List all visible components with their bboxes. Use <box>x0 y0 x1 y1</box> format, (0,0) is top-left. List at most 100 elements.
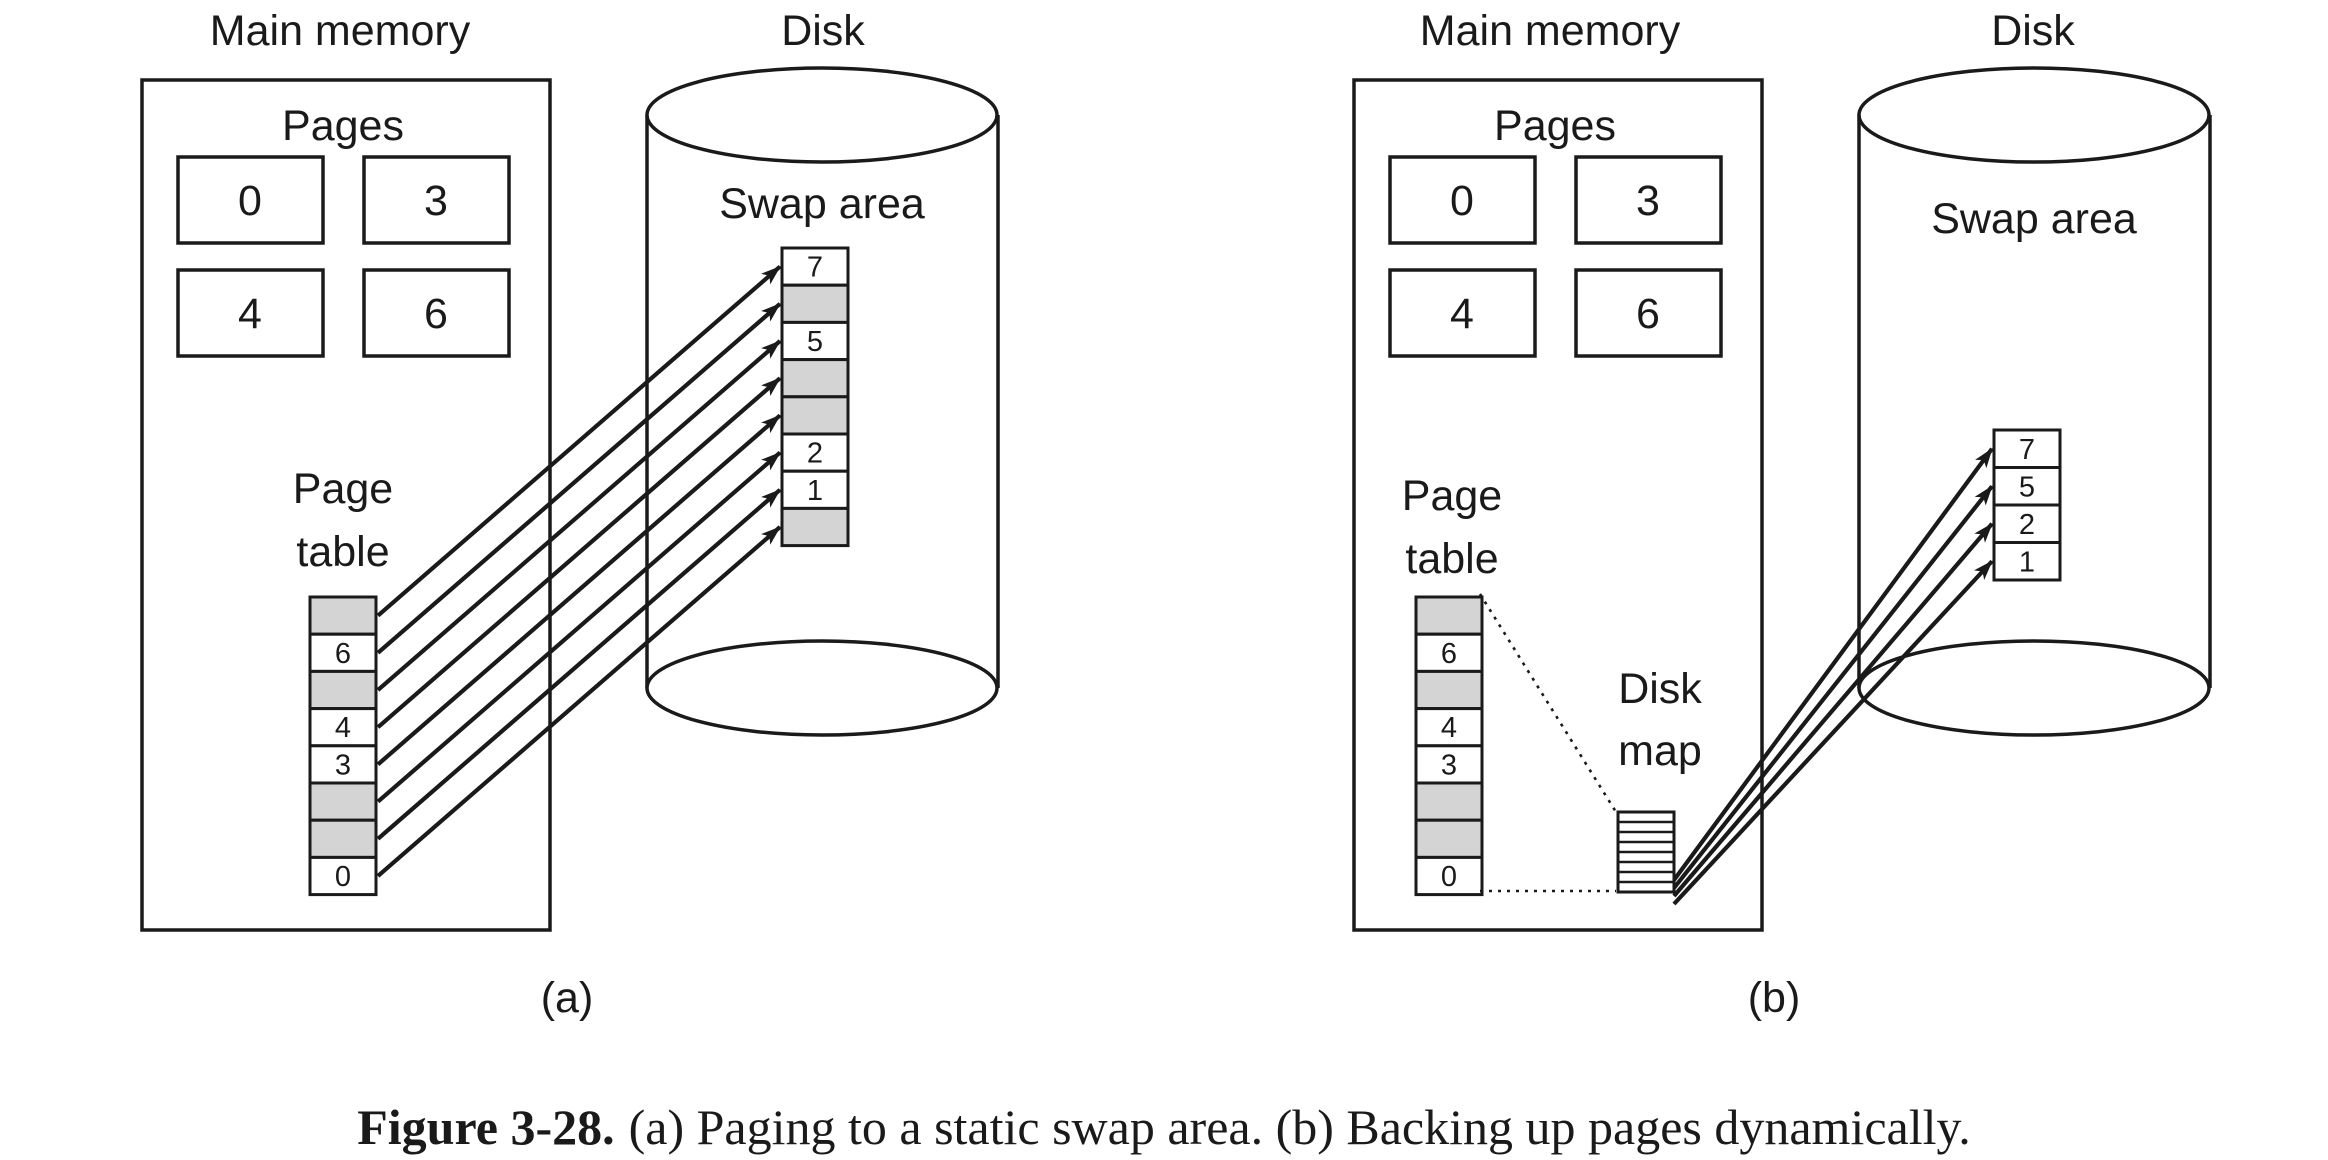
main-memory-label: Main memory <box>1420 7 1681 55</box>
page-table-entry-empty <box>308 781 378 822</box>
page-table-entry-label: 0 <box>1441 861 1457 893</box>
page-table-entry <box>308 632 378 673</box>
swap-area-label: Swap area <box>1931 195 2137 243</box>
disk-label: Disk <box>781 7 865 55</box>
page-number: 3 <box>424 177 448 225</box>
page-box <box>1574 155 1723 245</box>
page-number: 4 <box>238 290 262 338</box>
page-number: 6 <box>424 290 448 338</box>
page-table-label-line2: table <box>296 528 389 576</box>
page-box <box>176 155 325 245</box>
arrow-disk-map-to-swap <box>1672 484 1994 890</box>
page-table-entry <box>1414 707 1484 748</box>
page-table-to-swap-arrows <box>376 265 782 878</box>
swap-slot-label: 5 <box>2019 471 2035 503</box>
panel-b-label: (b) <box>1748 974 1801 1022</box>
swap-slot-label: 2 <box>807 438 823 470</box>
pages-label: Pages <box>282 102 404 150</box>
swap-area-slots: 7 5 2 1 <box>780 246 850 548</box>
page-box <box>362 268 511 358</box>
page-table-entry <box>308 855 378 897</box>
page-table-entry-empty <box>1414 669 1484 711</box>
swap-area-label: Swap area <box>719 180 925 228</box>
figure-number: Figure 3-28. <box>357 1099 615 1155</box>
page-box <box>176 268 325 358</box>
swap-slot-empty <box>780 506 850 548</box>
page-table-entry-label: 4 <box>335 712 351 744</box>
swap-slot-label: 2 <box>2019 509 2035 541</box>
page-number: 4 <box>1450 290 1474 338</box>
caption-text: (a) Paging to a static swap area. (b) Ba… <box>628 1099 1971 1155</box>
disk-map-label-line1: Disk <box>1618 665 1702 713</box>
swap-slot-label: 5 <box>807 326 823 358</box>
page-table-entry <box>1414 744 1484 785</box>
pages-grid: 0 3 4 6 <box>1388 155 1723 358</box>
arrow-page-table-to-swap <box>376 413 782 766</box>
page-table-entry-label: 6 <box>335 638 351 670</box>
page-table-entry-empty <box>1414 818 1484 859</box>
pages-grid: 0 3 4 6 <box>176 155 511 358</box>
disk-map <box>1616 810 1676 894</box>
swap-slot <box>780 246 850 287</box>
swap-area-slots: 7 5 2 1 <box>1992 428 2062 582</box>
swap-slot <box>780 432 850 473</box>
swap-slot-empty <box>780 358 850 399</box>
disk-map-to-swap-arrows <box>1672 447 1994 906</box>
dotted-connector <box>1478 593 1618 813</box>
panel-a-label: (a) <box>541 974 594 1022</box>
main-memory-label: Main memory <box>210 7 471 55</box>
page-box <box>362 155 511 245</box>
page-number: 6 <box>1636 290 1660 338</box>
page-table-entry-empty <box>308 669 378 711</box>
arrow-page-table-to-swap <box>376 488 782 841</box>
page-table-entry-label: 6 <box>1441 638 1457 670</box>
swap-slot-label: 1 <box>807 475 823 507</box>
swap-slot-label: 7 <box>2019 434 2035 466</box>
arrow-disk-map-to-swap <box>1672 522 1994 898</box>
arrow-page-table-to-swap <box>376 339 782 692</box>
page-table-entry-empty <box>308 595 378 636</box>
page-box <box>1388 155 1537 245</box>
swap-slot <box>1992 466 2062 507</box>
disk-cylinder <box>645 66 1000 737</box>
panel-a: Main memory Disk Pages 0 3 4 6 Page tabl… <box>140 7 1000 1022</box>
page-table-entry-empty <box>1414 595 1484 636</box>
page-table-entry-empty <box>308 818 378 859</box>
page-table-label-line2: table <box>1405 535 1498 583</box>
swap-slot <box>1992 541 2062 582</box>
pages-label: Pages <box>1494 102 1616 150</box>
figure-caption: Figure 3-28.(a) Paging to a static swap … <box>0 1098 2328 1156</box>
swap-slot <box>780 320 850 362</box>
page-number: 0 <box>238 177 262 225</box>
swap-slot-empty <box>780 283 850 324</box>
swap-slot-label: 1 <box>2019 546 2035 578</box>
page-table-entry <box>308 744 378 785</box>
page-table-entry <box>1414 855 1484 897</box>
page-table-label-line1: Page <box>1402 472 1502 520</box>
page-table-entry-label: 3 <box>335 749 351 781</box>
page-number: 0 <box>1450 177 1474 225</box>
panel-b: Main memory Disk Pages 0 3 4 6 Page tabl… <box>1352 7 2212 1022</box>
disk-map-label-line2: map <box>1618 727 1702 775</box>
arrow-page-table-to-swap <box>376 376 782 729</box>
arrow-disk-map-to-swap <box>1672 447 1994 882</box>
swap-slot-label: 7 <box>807 252 823 284</box>
page-table-entry-label: 4 <box>1441 712 1457 744</box>
arrow-page-table-to-swap <box>376 302 782 655</box>
swap-slot-empty <box>780 395 850 436</box>
page-box <box>1388 268 1537 358</box>
disk-label: Disk <box>1991 7 2075 55</box>
page-number: 3 <box>1636 177 1660 225</box>
swap-slot <box>780 469 850 510</box>
page-table-label-line1: Page <box>293 465 393 513</box>
page-box <box>1574 268 1723 358</box>
page-table: 6 4 3 0 <box>308 595 378 897</box>
arrow-page-table-to-swap <box>376 525 782 878</box>
page-table-entry-label: 0 <box>335 861 351 893</box>
swap-slot <box>1992 503 2062 544</box>
page-table-entry-empty <box>1414 781 1484 822</box>
arrow-page-table-to-swap <box>376 451 782 804</box>
arrow-disk-map-to-swap <box>1672 559 1994 906</box>
